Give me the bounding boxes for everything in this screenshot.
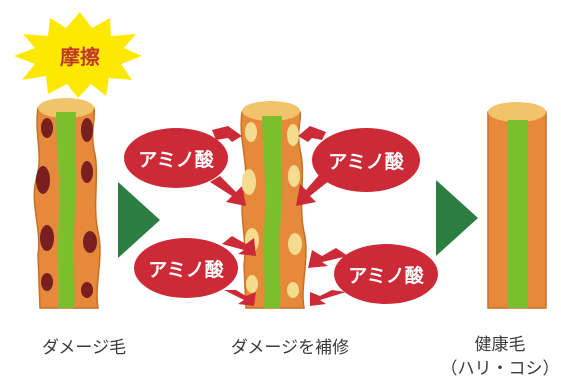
- repair-patch: [242, 169, 256, 195]
- amino-acid-bubble-bottom-right: アミノ酸: [308, 244, 438, 306]
- damage-spot: [83, 231, 97, 253]
- amino-bubble: [124, 128, 228, 188]
- caption-healthy-subtitle: （ハリ・コシ）: [440, 359, 560, 379]
- amino-arrow: [308, 248, 348, 268]
- friction-burst: 摩擦: [14, 12, 142, 98]
- repairing-hair-core: [262, 116, 282, 308]
- caption-healthy-hair: 健康毛 （ハリ・コシ）: [440, 333, 560, 381]
- amino-arrow: [224, 290, 256, 306]
- healthy-hair-core: [508, 120, 528, 308]
- amino-arrow: [212, 126, 242, 142]
- amino-acid-bubble-top-left: アミノ酸: [124, 126, 246, 206]
- amino-acid-bubble-bottom-left: アミノ酸: [134, 236, 256, 306]
- damaged-hair-core: [56, 112, 76, 308]
- repair-patch: [287, 124, 299, 146]
- repair-patch: [246, 275, 258, 293]
- amino-arrow: [210, 176, 246, 206]
- friction-label: 摩擦: [60, 45, 100, 69]
- damaged-hair-cap: [38, 98, 94, 118]
- healthy-hair: [487, 102, 547, 309]
- progress-arrow: [436, 180, 478, 256]
- caption-repair: ダメージを補修: [230, 338, 350, 358]
- healthy-hair-cap: [488, 102, 546, 122]
- damage-spot: [36, 166, 50, 194]
- repair-patch: [245, 122, 257, 142]
- burst-shape: [14, 12, 142, 98]
- damage-spot: [41, 273, 53, 291]
- damage-spot: [40, 225, 54, 251]
- amino-arrow: [222, 236, 256, 256]
- amino-bubble: [134, 238, 238, 298]
- caption-damaged-hair: ダメージ毛: [41, 338, 127, 358]
- amino-arrow: [298, 126, 326, 142]
- caption-healthy-title: 健康毛: [474, 335, 526, 355]
- repair-patch: [288, 165, 300, 187]
- damage-spot: [81, 118, 93, 142]
- amino-bubble: [334, 244, 438, 304]
- amino-label: アミノ酸: [148, 258, 225, 281]
- amino-arrow: [296, 174, 330, 206]
- repair-patch: [288, 233, 302, 255]
- damage-spot: [41, 118, 53, 138]
- repairing-hair: [240, 101, 307, 309]
- amino-label: アミノ酸: [328, 150, 405, 173]
- progress-arrow: [118, 182, 160, 258]
- repairing-hair-cap: [242, 101, 300, 121]
- amino-label: アミノ酸: [138, 148, 215, 171]
- damaged-hair: [33, 98, 101, 309]
- amino-acid-bubble-top-right: アミノ酸: [296, 126, 420, 206]
- damage-spot: [81, 161, 93, 183]
- damage-spot: [81, 282, 93, 298]
- repair-patch: [287, 282, 299, 298]
- amino-arrow: [310, 290, 346, 306]
- amino-label: アミノ酸: [348, 264, 425, 287]
- amino-bubble: [312, 128, 420, 192]
